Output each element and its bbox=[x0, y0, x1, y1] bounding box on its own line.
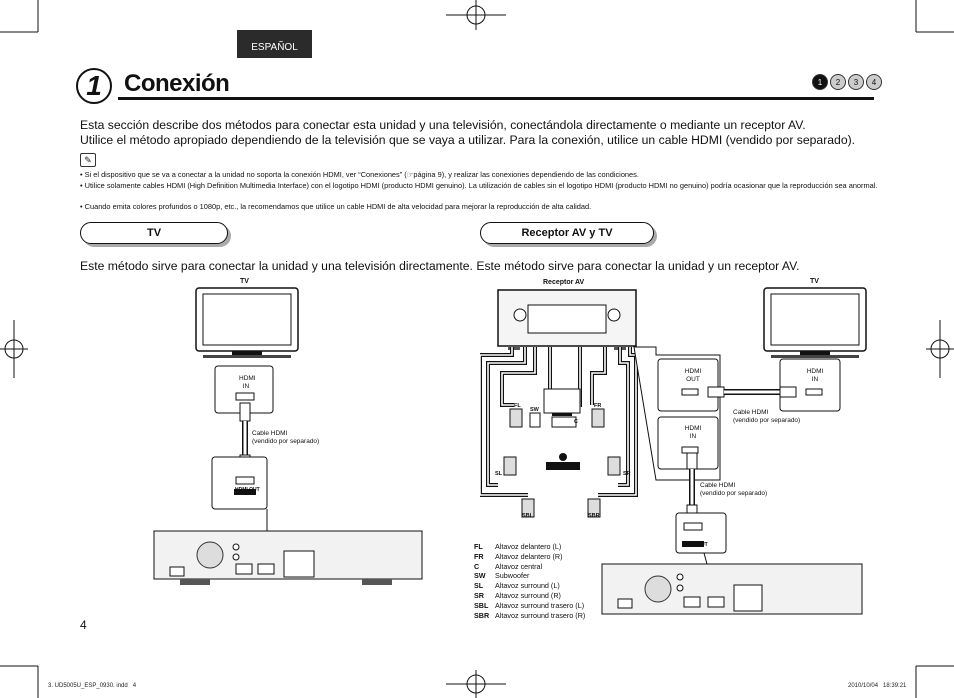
cable-label: Cable HDMI bbox=[733, 409, 769, 416]
legend-text: Altavoz surround (R) bbox=[495, 590, 561, 600]
legend-text: Altavoz delantero (L) bbox=[495, 542, 562, 551]
speaker-label: FL bbox=[514, 403, 521, 409]
port-label: IN bbox=[811, 376, 819, 383]
port-label: IN bbox=[689, 433, 697, 440]
legend-row: C Altavoz central bbox=[474, 562, 585, 572]
port-label: HDMI bbox=[684, 425, 702, 432]
speaker-label: SBR bbox=[588, 513, 600, 519]
port-label: HDMI bbox=[806, 368, 824, 375]
intro-line: Esta sección describe dos métodos para c… bbox=[80, 118, 806, 132]
speaker-legend: FL Altavoz delantero (L) FR Altavoz delant… bbox=[474, 542, 585, 620]
note-item: • Si el dispositivo que se va a conectar… bbox=[80, 170, 639, 179]
receiver-label: Receptor AV bbox=[543, 279, 585, 286]
legend-row: FR Altavoz delantero (R) bbox=[474, 552, 585, 562]
legend-row: SW Subwoofer bbox=[474, 571, 585, 581]
right-tv-label: TV bbox=[810, 278, 819, 285]
legend-text: Altavoz surround trasero (R) bbox=[495, 610, 586, 620]
pager-item: 4 bbox=[866, 74, 882, 90]
section-heading-receiver: Receptor AV y TV bbox=[480, 222, 654, 244]
legend-text: Altavoz surround trasero (L) bbox=[495, 600, 585, 610]
speaker-label: SW bbox=[530, 407, 539, 413]
port-label: IN bbox=[242, 383, 250, 390]
legend-abbr: SBL bbox=[474, 600, 489, 610]
speaker-label: SL bbox=[495, 471, 503, 477]
cable-label: (vendido por separado) bbox=[252, 438, 320, 445]
chapter-number: 1 bbox=[76, 68, 112, 104]
note-item: • Utilice solamente cables HDMI (High De… bbox=[80, 181, 878, 190]
legend-row: SBR Altavoz surround trasero (R) bbox=[474, 611, 585, 621]
legend-row: SBL Altavoz surround trasero (L) bbox=[474, 601, 585, 611]
speaker-label: SR bbox=[623, 471, 631, 477]
legend-abbr: SL bbox=[474, 581, 484, 591]
chapter-pager: 1 2 3 4 bbox=[812, 74, 882, 90]
page-number: 4 bbox=[80, 618, 87, 632]
port-label: HDMI bbox=[239, 375, 256, 382]
tv-description: Este método sirve para conectar la unida… bbox=[80, 259, 473, 273]
legend-abbr: SW bbox=[474, 571, 486, 581]
receiver-hdmi-out-label: HDMI OUT bbox=[683, 368, 703, 384]
intro-line: Utilice el método apropiado dependiendo … bbox=[80, 133, 856, 147]
legend-row: SL Altavoz surround (L) bbox=[474, 581, 585, 591]
method-description: Este método sirve para conectar la unida… bbox=[80, 259, 800, 273]
speaker-label: FR bbox=[594, 403, 602, 409]
player-port-label: HDMI OUT bbox=[235, 487, 260, 493]
right-cable2-label: Cable HDMI (vendido por separado) bbox=[700, 482, 767, 498]
left-cable-label: Cable HDMI (vendido por separado) bbox=[252, 430, 319, 446]
right-connection-diagram bbox=[480, 287, 867, 615]
pencil-icon: ✎ bbox=[80, 153, 96, 167]
receiver-hdmi-in-label: HDMI IN bbox=[683, 425, 703, 441]
port-label: OUT bbox=[686, 376, 700, 383]
legend-abbr: C bbox=[474, 561, 480, 571]
legend-row: FL Altavoz delantero (L) bbox=[474, 542, 585, 552]
right-tv-port-label: HDMI IN bbox=[805, 368, 825, 384]
receiver-description: Este método sirve para conectar la unida… bbox=[476, 259, 800, 273]
legend-abbr: SR bbox=[474, 590, 484, 600]
port-label: HDMI bbox=[684, 368, 702, 375]
pager-item: 1 bbox=[812, 74, 828, 90]
cable-label: (vendido por separado) bbox=[733, 417, 801, 424]
left-connection-diagram bbox=[153, 287, 423, 585]
title-rule bbox=[118, 97, 874, 100]
legend-text: Altavoz delantero (R) bbox=[495, 551, 563, 561]
legend-abbr: SBR bbox=[474, 610, 490, 620]
pager-item: 3 bbox=[848, 74, 864, 90]
legend-abbr: FL bbox=[474, 542, 483, 551]
legend-text: Altavoz surround (L) bbox=[495, 581, 560, 591]
left-tv-label: TV bbox=[240, 278, 249, 285]
language-tab: ESPAÑOL bbox=[237, 30, 312, 58]
section-heading-tv: TV bbox=[80, 222, 228, 244]
legend-abbr: FR bbox=[474, 551, 484, 561]
cable-label: Cable HDMI bbox=[252, 430, 288, 437]
note-item: • Cuando emita colores profundos o 1080p… bbox=[80, 202, 592, 211]
cable-label: Cable HDMI bbox=[700, 482, 736, 489]
page-title: Conexión bbox=[124, 70, 230, 97]
speaker-label: C bbox=[574, 419, 578, 425]
pager-item: 2 bbox=[830, 74, 846, 90]
cable-label: (vendido por separado) bbox=[700, 490, 768, 497]
footer-file: 3. UD5005U_ESP_0930. indd 4 bbox=[48, 683, 137, 689]
legend-text: Altavoz central bbox=[495, 561, 543, 571]
legend-text: Subwoofer bbox=[495, 571, 530, 581]
legend-row: SR Altavoz surround (R) bbox=[474, 591, 585, 601]
speaker-label: SBL bbox=[522, 513, 533, 519]
footer-timestamp: 2010/10/04 18:39:21 bbox=[848, 683, 907, 689]
right-cable1-label: Cable HDMI (vendido por separado) bbox=[733, 409, 800, 425]
left-tv-port-label: HDMI IN bbox=[239, 375, 256, 391]
right-player-port-label: HDMI OUT bbox=[683, 542, 708, 548]
